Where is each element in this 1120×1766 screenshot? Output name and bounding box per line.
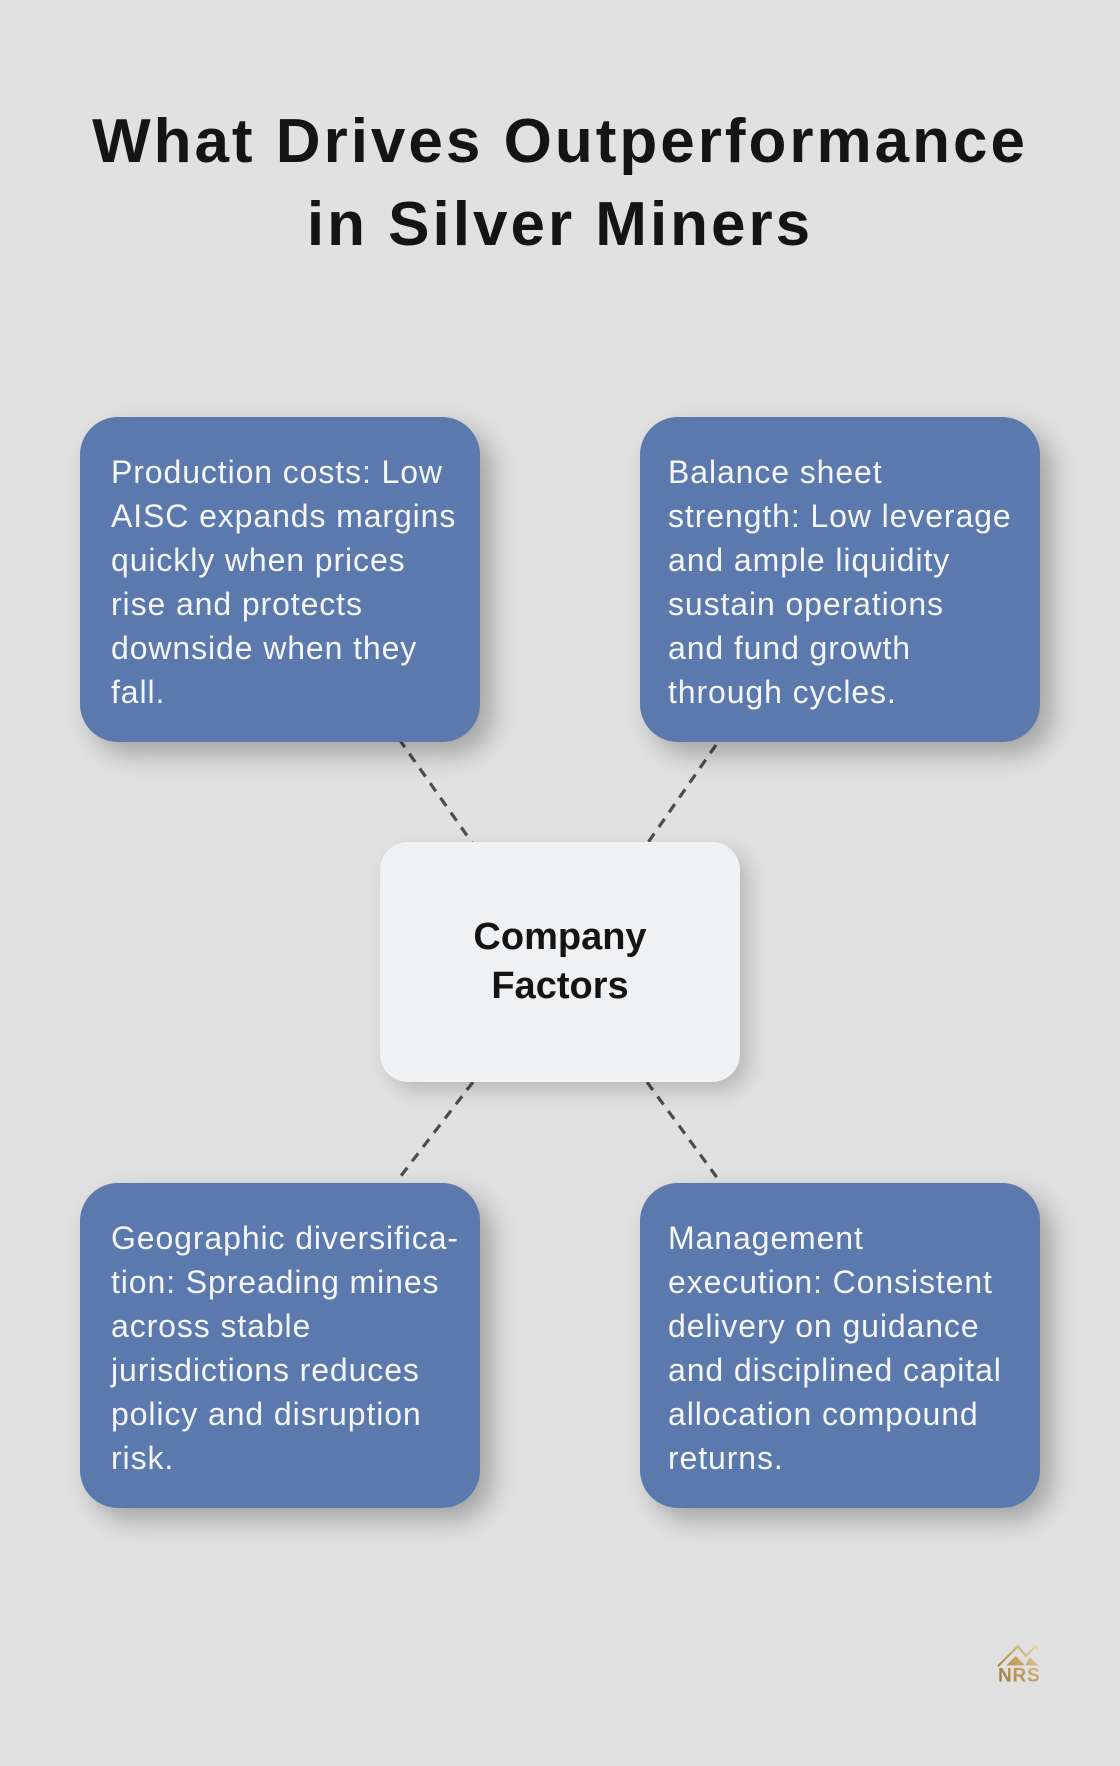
svg-text:NRS: NRS xyxy=(998,1666,1041,1685)
